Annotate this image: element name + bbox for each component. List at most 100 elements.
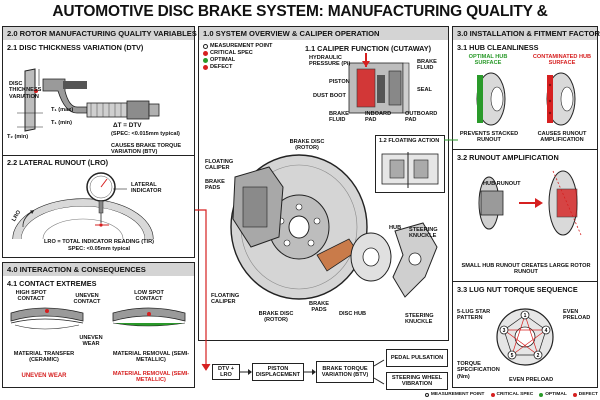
steering-knuckle-icon bbox=[392, 222, 438, 298]
lro-spec: SPEC: <0.05mm typical bbox=[67, 246, 131, 252]
legend-optimal: OPTIMAL bbox=[210, 57, 236, 63]
uneven-contact-label: UNEVEN CONTACT bbox=[73, 293, 101, 306]
high-spot-label: HIGH SPOT CONTACT bbox=[15, 290, 47, 303]
outboard-pad-label: OUTBOARD PAD bbox=[405, 111, 438, 124]
caliper-icon bbox=[232, 166, 284, 248]
measurement-point-icon bbox=[203, 44, 208, 49]
optimal-hub-label: OPTIMAL HUB SURFACE bbox=[468, 54, 508, 67]
lug-number-4: 4 bbox=[545, 328, 548, 334]
interaction-panel: 4.0 INTERACTION & CONSEQUENCES 4.1 CONTA… bbox=[2, 262, 195, 388]
even-preload-label: EVEN PRELOAD bbox=[563, 309, 591, 322]
page-title: AUTOMOTIVE DISC BRAKE SYSTEM: MANUFACTUR… bbox=[52, 3, 548, 44]
dtv-illustration bbox=[17, 68, 160, 132]
section-divider-3 bbox=[453, 281, 597, 282]
hub-cleanliness-illustration bbox=[476, 72, 576, 126]
footer-optimal-icon bbox=[539, 392, 544, 397]
system-overview-header: 1.0 SYSTEM OVERVIEW & CALIPER OPERATION bbox=[199, 27, 448, 40]
lug-number-3: 3 bbox=[503, 328, 506, 334]
brake-fluid-label: BRAKE FLUID bbox=[417, 59, 437, 72]
brake-fluid-label-2: BRAKE FLUID bbox=[329, 111, 349, 124]
dtv-t1-min: T₁ (min) bbox=[51, 120, 72, 126]
inboard-pad-label: INBOARD PAD bbox=[365, 111, 392, 124]
floating-action-title: 1.2 FLOATING ACTION bbox=[379, 138, 440, 144]
dust-boot-label: DUST BOOT bbox=[313, 93, 346, 99]
brake-pads-label-2: BRAKE PADS bbox=[309, 301, 329, 314]
star-pattern-label: 5-LUG STAR PATTERN bbox=[457, 309, 491, 322]
footer-legend-critical: CRITICAL SPEC bbox=[496, 392, 534, 397]
micrometer-icon bbox=[42, 78, 160, 120]
dtv-causes: CAUSES BRAKE TORQUE VARIATION (BTV) bbox=[111, 143, 182, 156]
causes-runout-label: CAUSES RUNOUT AMPLIFICATION bbox=[537, 131, 587, 144]
material-transfer-label: MATERIAL TRANSFER (CERAMIC) bbox=[13, 351, 75, 364]
footer-legend-measurement: MEASUREMENT POINT bbox=[430, 392, 485, 397]
piston-label: PISTON bbox=[329, 79, 350, 85]
flow-piston-displacement: PISTON DISPLACEMENT bbox=[252, 363, 304, 381]
footer-measurement-icon bbox=[424, 392, 429, 397]
prevents-runout-label: PREVENTS STACKED RUNOUT bbox=[459, 131, 519, 144]
brake-pads-label: BRAKE PADS bbox=[205, 179, 225, 192]
system-overview-panel: 1.0 SYSTEM OVERVIEW & CALIPER OPERATION … bbox=[198, 26, 449, 341]
torque-spec-label: TORQUE SPECIFICATION (Nm) bbox=[457, 361, 500, 380]
seal-label: SEAL bbox=[417, 87, 432, 93]
lro-formula: LRO = TOTAL INDICATOR READING (TIR) bbox=[44, 239, 154, 245]
section-divider-2 bbox=[453, 149, 597, 150]
rotor-cross-section bbox=[24, 68, 36, 132]
installation-header: 3.0 INSTALLATION & FITMENT FACTORS bbox=[453, 27, 600, 40]
optimal-icon bbox=[203, 58, 208, 63]
legend-measurement: MEASUREMENT POINT bbox=[210, 43, 273, 49]
hub-label: HUB bbox=[389, 225, 402, 231]
runout-amplification-title: 3.2 RUNOUT AMPLIFICATION bbox=[457, 153, 559, 162]
defect-icon bbox=[203, 65, 208, 70]
dtv-title: 2.1 DISC THICKNESS VARIATION (DTV) bbox=[7, 43, 144, 52]
material-removal-label: MATERIAL REMOVAL (SEMI-METALLIC) bbox=[112, 351, 190, 364]
steering-knuckle-label-2: STEERING KNUCKLE bbox=[405, 313, 434, 326]
dial-indicator-icon bbox=[86, 172, 127, 223]
dtv-disc-label: DISC THICKNESS VARIATION bbox=[9, 81, 42, 100]
flow-pedal-pulsation: PEDAL PULSATION bbox=[386, 349, 448, 367]
steering-knuckle-label: STEERING KNUCKLE bbox=[409, 227, 438, 240]
dtv-t1-max: T₁ (max) bbox=[51, 107, 74, 113]
brake-disc-label: BRAKE DISC (ROTOR) bbox=[289, 139, 325, 152]
brake-disc-label-2: BRAKE DISC (ROTOR) bbox=[258, 311, 294, 324]
contaminated-hub-label: CONTAMINATED HUB SURFACE bbox=[532, 54, 592, 67]
hub-cleanliness-title: 3.1 HUB CLEANLINESS bbox=[457, 43, 539, 52]
clean-hub-icon bbox=[476, 72, 506, 126]
flow-steering-vibration: STEERING WHEEL VIBRATION bbox=[386, 372, 448, 390]
floating-caliper-label: FLOATING CALIPER bbox=[205, 159, 234, 172]
hub-icon bbox=[350, 232, 392, 282]
footer-defect-icon bbox=[572, 392, 577, 397]
caliper-cutaway bbox=[348, 53, 410, 114]
footer-legend: MEASUREMENT POINT CRITICAL SPEC OPTIMAL … bbox=[320, 391, 598, 398]
overview-legend: MEASUREMENT POINT CRITICAL SPEC OPTIMAL … bbox=[203, 43, 272, 71]
floating-action-box: 1.2 FLOATING ACTION bbox=[375, 135, 445, 193]
even-preload-label-2: EVEN PRELOAD bbox=[509, 377, 554, 383]
footer-legend-defect: DEFECT bbox=[578, 392, 598, 397]
rotor-quality-header: 2.0 ROTOR MANUFACTURING QUALITY VARIABLE… bbox=[3, 27, 197, 40]
interaction-header: 4.0 INTERACTION & CONSEQUENCES bbox=[3, 263, 194, 276]
dtv-t2-min: T₂ (min) bbox=[7, 134, 29, 140]
contaminated-hub-icon bbox=[546, 72, 576, 126]
floating-caliper-label-2: FLOATING CALIPER bbox=[211, 293, 240, 306]
uneven-wear-result: UNEVEN WEAR bbox=[21, 373, 67, 379]
lug-number-1: 1 bbox=[524, 313, 527, 319]
caliper-function-title: 1.1 CALIPER FUNCTION (CUTAWAY) bbox=[305, 44, 432, 53]
lug-star-pattern: 1 2 3 4 5 bbox=[496, 308, 554, 366]
disc-hub-label: DISC HUB bbox=[339, 311, 367, 317]
dtv-formula: ΔT = DTV bbox=[113, 122, 142, 129]
low-spot-label: LOW SPOT CONTACT bbox=[134, 290, 164, 303]
footer-critical-icon bbox=[490, 392, 495, 397]
flow-btv: BRAKE TORQUE VARIATION (BTV) bbox=[316, 361, 374, 383]
flow-dtv-lro: DTV + LRO bbox=[212, 364, 240, 380]
lro-illustration bbox=[12, 172, 154, 240]
lro-indicator-label: LATERAL INDICATOR bbox=[131, 182, 162, 195]
lug-number-2: 2 bbox=[537, 353, 540, 359]
hub-runout-label: HUB RUNOUT bbox=[483, 181, 521, 187]
rotor-quality-panel: 2.0 ROTOR MANUFACTURING QUALITY VARIABLE… bbox=[2, 26, 197, 258]
material-removal-result: MATERIAL REMOVAL (SEMI-METALLIC) bbox=[112, 371, 190, 384]
legend-critical: CRITICAL SPEC bbox=[210, 50, 253, 56]
runout-amplification-illustration bbox=[478, 170, 582, 236]
installation-panel: 3.0 INSTALLATION & FITMENT FACTORS 3.1 H… bbox=[452, 26, 600, 388]
lug-number-5: 5 bbox=[511, 353, 514, 359]
brake-assembly bbox=[230, 154, 438, 300]
floating-action-diagram bbox=[381, 152, 439, 188]
